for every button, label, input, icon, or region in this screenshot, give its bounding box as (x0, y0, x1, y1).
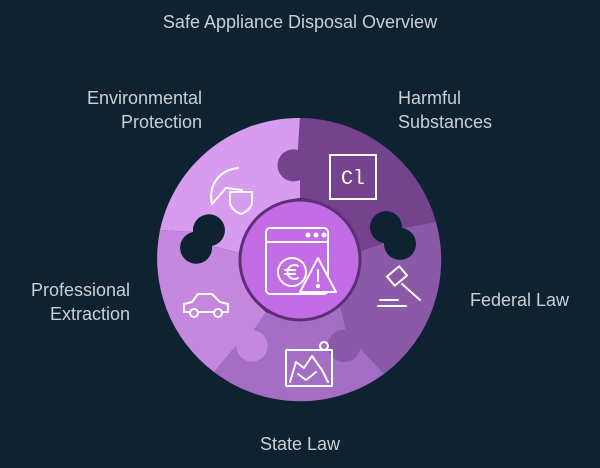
label-line: Substances (398, 112, 493, 132)
leaf-shield-icon (210, 167, 253, 215)
label-harmful-substances: Harmful Substances (398, 86, 492, 134)
chlorine-element-icon: Cl (329, 154, 377, 200)
svg-text:Cl: Cl (341, 168, 365, 191)
label-line: Federal Law (470, 290, 570, 310)
vehicle-icon (183, 293, 229, 318)
segment-harmful-substances (277, 118, 436, 252)
segment-federal-law (328, 222, 442, 374)
diagram-title: Safe Appliance Disposal Overview (162, 12, 438, 32)
label-professional-extraction: Professional Extraction (0, 278, 130, 326)
label-environmental-protection: Environmental Protection (40, 86, 202, 134)
label-line: Professional (30, 280, 130, 300)
label-line: Harmful (398, 88, 462, 108)
segment-state-law (214, 296, 384, 402)
label-state-law: State Law (0, 432, 600, 456)
label-line: Environmental (86, 88, 202, 108)
state-map-icon (285, 341, 333, 387)
gavel-icon (377, 265, 421, 307)
label-line: State Law (259, 434, 341, 454)
label-line: Protection (120, 112, 202, 132)
segment-environmental-protection (160, 117, 321, 254)
appliance-hazard-icon (265, 227, 337, 295)
label-federal-law: Federal Law (470, 288, 569, 312)
label-line: Extraction (49, 304, 130, 324)
